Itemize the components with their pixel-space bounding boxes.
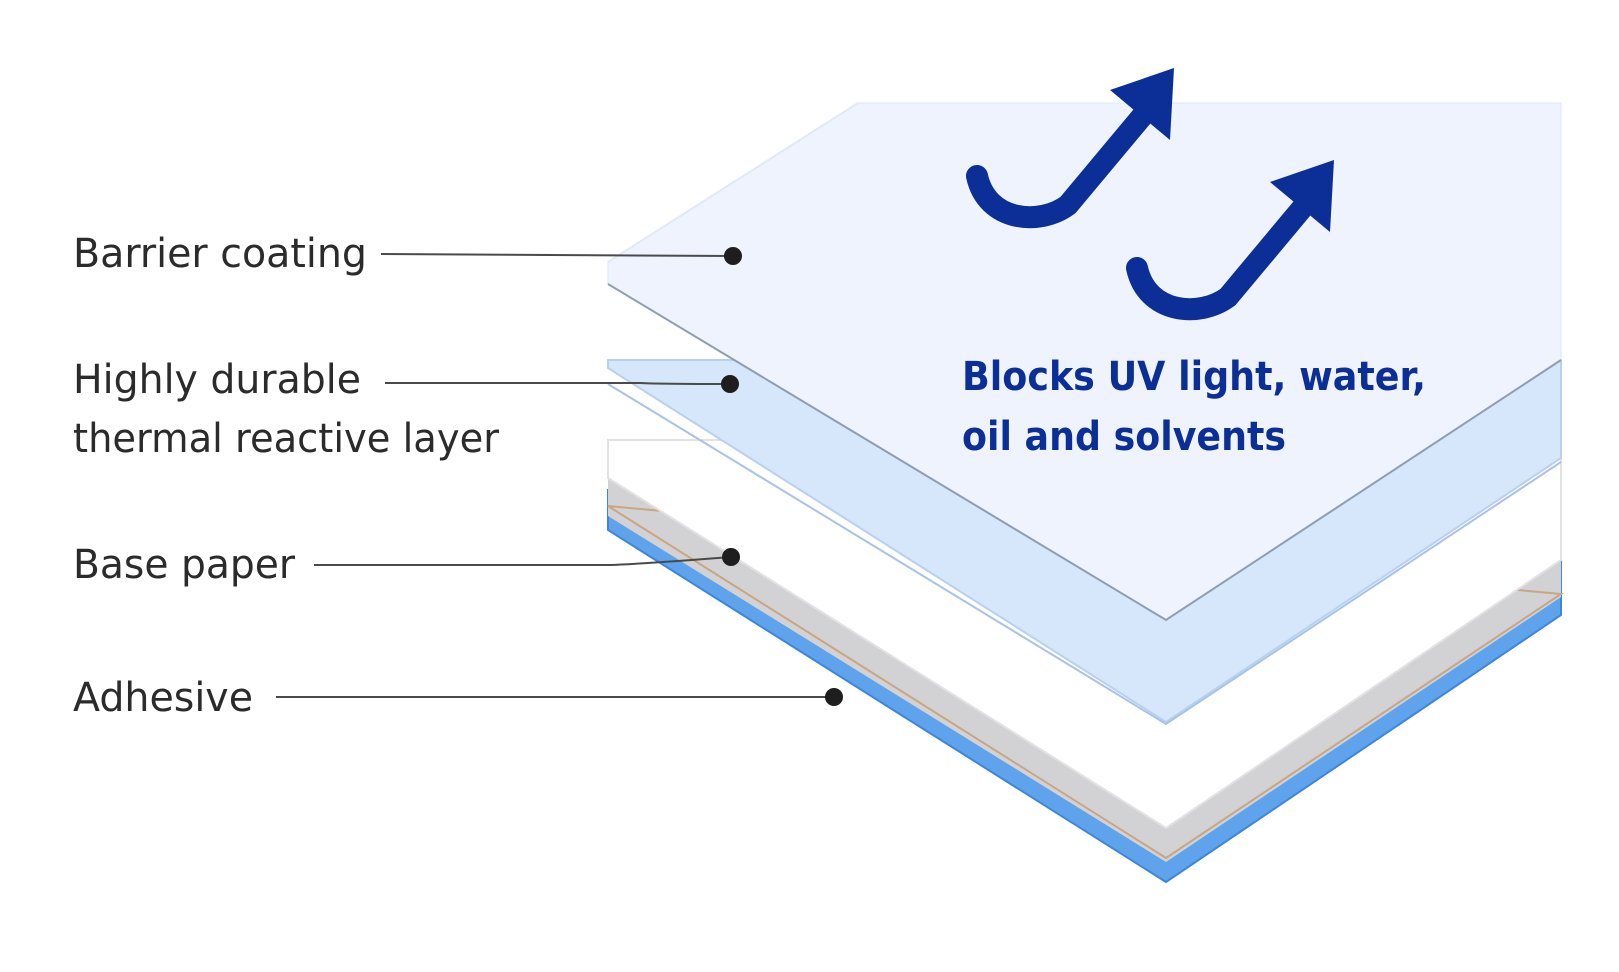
leader-base [314,556,732,566]
callout-line-2: oil and solvents [962,414,1286,460]
leader-barrier [380,253,734,257]
deflect-arrow-icon [966,68,1174,229]
leader-thermal [385,382,731,385]
callout-line-1: Blocks UV light, water, [962,354,1426,400]
label-adhesive: Adhesive [73,675,253,721]
marker-dot-base [722,548,740,566]
deflect-arrow-icon [1126,160,1334,321]
label-base-paper: Base paper [73,542,296,588]
label-thermal-line-1: Highly durable [73,357,361,403]
label-thermal-line-2: thermal reactive layer [73,416,500,462]
marker-dot-thermal [721,375,739,393]
label-barrier-coating: Barrier coating [73,231,367,277]
barrier-layer [607,102,1562,622]
marker-dot-adhesive [825,688,843,706]
marker-dot-barrier [724,247,742,265]
